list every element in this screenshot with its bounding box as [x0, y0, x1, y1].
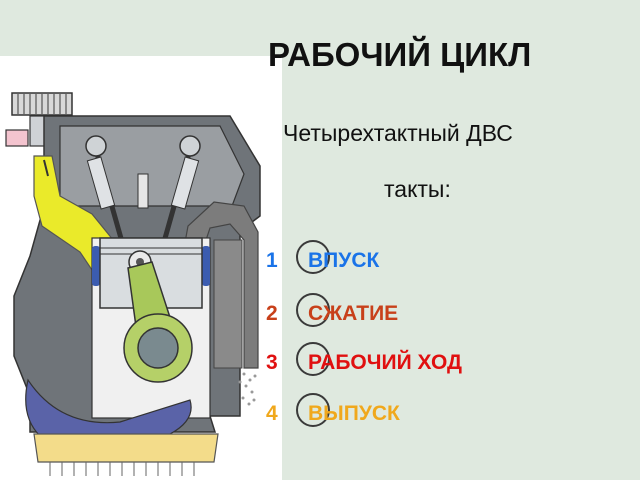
stroke-number: 4 [266, 402, 278, 425]
crankshaft-journal [137, 327, 179, 369]
carburetor-element [5, 129, 29, 147]
oil-pan [33, 433, 219, 463]
stroke-marker-circle[interactable] [296, 293, 330, 327]
stroke-name: ВПУСК [308, 249, 380, 272]
exhaust-pipe [213, 239, 243, 369]
stroke-item-intake[interactable]: 1 ВПУСК [264, 240, 564, 280]
exhaust-smoke [238, 372, 257, 406]
stroke-marker-circle[interactable] [296, 240, 330, 274]
stroke-number: 1 [266, 249, 278, 272]
cylinder-head [59, 125, 245, 207]
engine-cross-section-diagram [5, 92, 261, 476]
slide-title: РАБОЧИЙ ЦИКЛ [268, 36, 532, 73]
oil-pan-ribs [49, 462, 195, 476]
stroke-item-power[interactable]: 3 РАБОЧИЙ ХОД [264, 342, 564, 382]
stroke-marker-circle[interactable] [296, 342, 330, 376]
top-left-corner [0, 0, 248, 56]
cylinder-wall-left [92, 246, 100, 286]
spark-plug [137, 173, 149, 209]
stroke-name: РАБОЧИЙ ХОД [308, 351, 463, 374]
stroke-item-compression[interactable]: 2 СЖАТИЕ [264, 293, 564, 333]
stroke-item-exhaust[interactable]: 4 ВЫПУСК [264, 393, 564, 433]
stroke-name: СЖАТИЕ [308, 302, 399, 325]
airflow-arrow [43, 159, 49, 177]
engine-type-subtitle: Четырехтактный ДВС [283, 120, 513, 146]
air-filter [11, 92, 73, 116]
cylinder-wall-right [202, 246, 210, 286]
stroke-number: 2 [266, 302, 278, 325]
stroke-marker-circle[interactable] [296, 393, 330, 427]
strokes-heading: такты: [384, 176, 451, 202]
stroke-number: 3 [266, 351, 278, 374]
stroke-name: ВЫПУСК [308, 402, 400, 425]
